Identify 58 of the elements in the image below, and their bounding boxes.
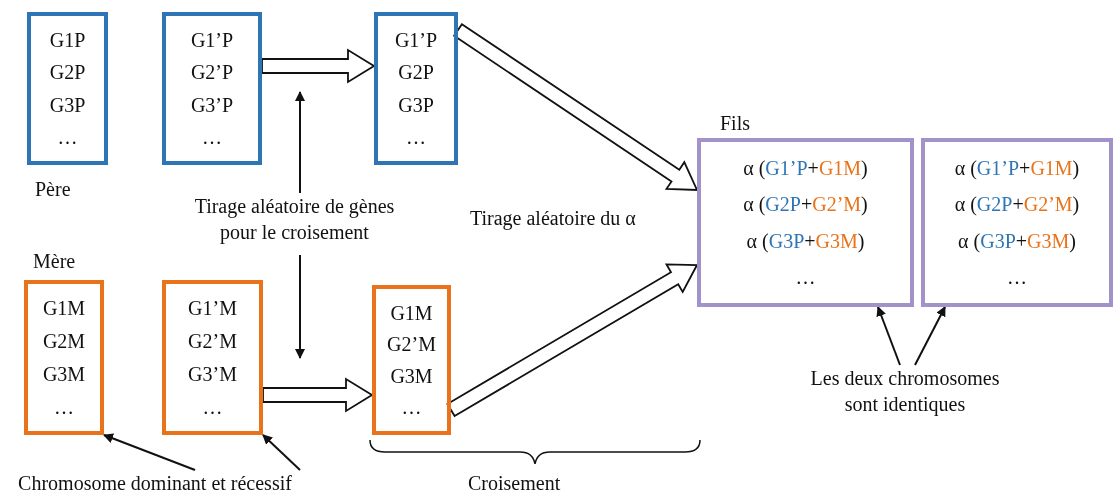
hollow-arrow [262, 377, 374, 413]
gene-label: … [202, 124, 222, 150]
gene-label: G3’P [190, 92, 234, 118]
hollow-arrow [452, 22, 699, 191]
gene-label: G3M [390, 363, 433, 389]
chromosome-caption: Mère [33, 249, 76, 274]
gene-label: G1’P [190, 28, 234, 54]
gene-pair-label: α (G3P+G3M) [746, 228, 865, 254]
hollow-arrow [446, 263, 699, 418]
gene-label: … [401, 395, 422, 421]
gene-label: G1M [42, 296, 86, 322]
gene-label: G3M [42, 361, 86, 387]
gene-label: G2P [398, 60, 434, 86]
annotation-text: Tirage aléatoire du α [470, 206, 637, 231]
gene-label: G1P [49, 28, 86, 54]
gene-label: G3P [49, 92, 86, 118]
offspring-chromosome-box [697, 138, 914, 307]
gene-pair-label: α (G3P+G3M) [958, 228, 1076, 254]
chromosome-box [162, 12, 262, 165]
brace-label: Croisement [468, 471, 561, 496]
chromosome-box [374, 12, 458, 165]
gene-label: G2’M [188, 329, 237, 355]
chromosome-box [24, 280, 104, 435]
chromosome-box [372, 285, 451, 435]
gene-label: G3’M [188, 361, 237, 387]
gene-pair-label: … [1007, 264, 1027, 290]
gene-label: G2’M [387, 332, 436, 358]
arrow [295, 91, 305, 194]
gene-label: G1’M [188, 296, 237, 322]
gene-label: G2’P [190, 60, 234, 86]
annotation-text: Tirage aléatoire de gènes pour le croisement [182, 193, 407, 255]
arrow [914, 306, 946, 366]
arrow [876, 306, 901, 366]
gene-pair-label: α (G2P+G2’M) [743, 192, 868, 218]
offspring-chromosome-box [921, 138, 1113, 307]
arrow [295, 254, 305, 359]
gene-pair-label: … [795, 264, 816, 290]
gene-pair-label: α (G1’P+G1M) [954, 156, 1080, 182]
gene-pair-label: α (G1’P+G1M) [743, 156, 868, 182]
chromosome-caption: Fils [720, 111, 751, 136]
gene-label: G3P [398, 92, 434, 118]
arrow [103, 433, 196, 471]
hollow-arrow [261, 48, 376, 84]
gene-label: G1M [390, 300, 433, 326]
chromosome-box [27, 12, 108, 165]
gene-label: G2P [49, 60, 86, 86]
gene-label: … [54, 394, 74, 420]
gene-label: G2M [42, 329, 86, 355]
arrow [262, 434, 301, 471]
annotation-text: Chromosome dominant et récessif [5, 470, 305, 499]
gene-label: … [202, 394, 223, 420]
chromosome-caption: Père [35, 177, 71, 202]
chromosome-box [162, 280, 263, 435]
gene-pair-label: α (G2P+G2’M) [954, 192, 1080, 218]
gene-label: … [57, 124, 78, 150]
annotation-text: Les deux chromosomes sont identiques [800, 365, 1010, 425]
gene-label: G1’P [394, 28, 438, 54]
gene-label: … [406, 124, 426, 150]
